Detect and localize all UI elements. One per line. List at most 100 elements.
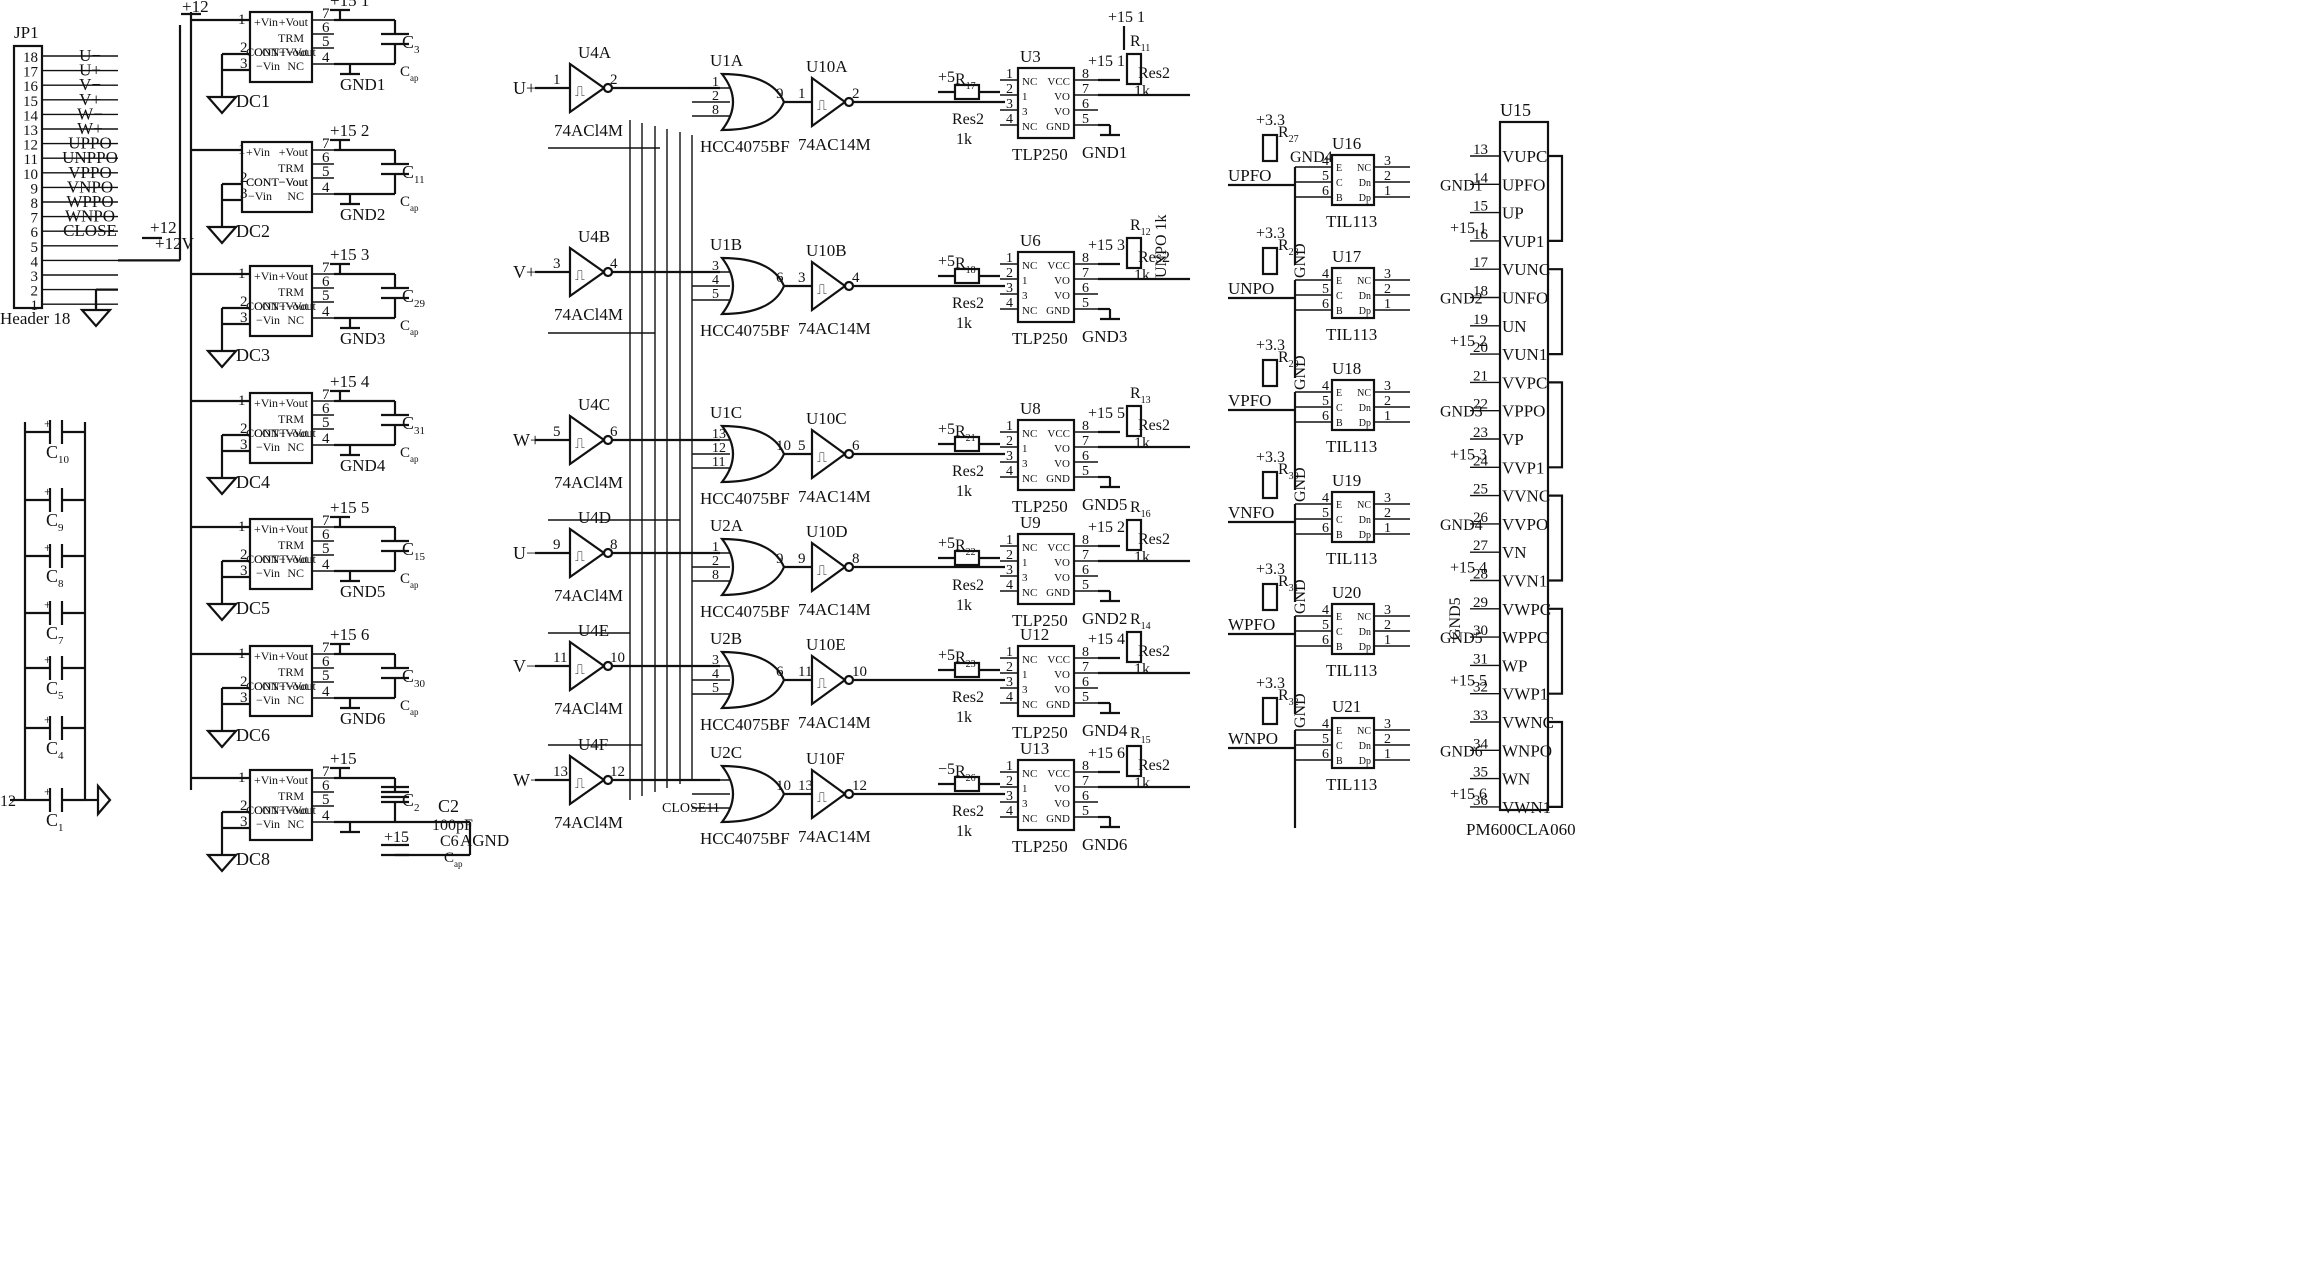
dcdc-pin-label: NC — [287, 440, 304, 454]
ipm-pin-number: 16 — [1473, 227, 1489, 243]
opto-res-ohm: 1k — [956, 483, 972, 500]
dcdc-cap-ref: C15 — [402, 539, 426, 563]
dcdc-gnd-label: GND6 — [340, 709, 385, 728]
dcdc-pin-label: CONT−Vout — [246, 299, 309, 313]
til-pin-label: C — [1336, 178, 1343, 189]
til-pullup-resistor — [1261, 696, 1279, 726]
ipm-pin-number: 25 — [1473, 482, 1488, 498]
opto-input-resistor — [953, 83, 981, 101]
gate-pin-number: 3 — [712, 259, 719, 274]
opto-pin-number: 1 — [1006, 533, 1013, 548]
dcdc-ground — [205, 349, 239, 369]
ipm-supply-label: +15 5 — [1450, 673, 1487, 690]
opto-gnd-label: GND3 — [1082, 327, 1127, 346]
buffer-pin-out: 4 — [852, 270, 860, 286]
dcdc-pin-label: CONT−Vout — [246, 426, 309, 440]
til-pin-label: E — [1336, 612, 1342, 623]
til-pin-number: 2 — [1384, 618, 1391, 633]
schmitt-icon: ⎍ — [817, 564, 827, 579]
opto-pin-number: 5 — [1082, 690, 1089, 705]
ipm-pin-name: VVP1 — [1502, 458, 1545, 477]
buffer-ref: U10F — [806, 749, 845, 768]
dcdc-pin-number: 7 — [322, 260, 330, 276]
header-pin-net: V− — [79, 75, 101, 94]
ipm-pin-name: VVPC — [1502, 373, 1547, 392]
til-ref: U19 — [1332, 471, 1361, 490]
schmitt-icon: ⎍ — [575, 663, 585, 678]
inverter-ref: U4C — [578, 395, 610, 414]
til113-U21 — [1330, 716, 1376, 770]
dcdc-pin-number: 3 — [240, 310, 248, 326]
dcdc-pin-number: 5 — [322, 792, 330, 808]
gate-part: HCC4075BF — [700, 137, 790, 156]
ipm-jumper — [1548, 154, 1564, 242]
til-part: TIL113 — [1326, 212, 1377, 231]
opto-pin-number: 7 — [1082, 548, 1089, 563]
opto-res-ohm: 1k — [956, 823, 972, 840]
opto-input-supply: +5 — [938, 421, 955, 438]
opto-out-res: R14 — [1130, 611, 1151, 632]
inverter-U4F — [568, 753, 606, 807]
dcdc-pin-number: 2 — [240, 421, 248, 437]
gate-pin-out: 10 — [776, 778, 791, 794]
ipm-pin-name: WNPO — [1502, 741, 1552, 760]
til-part: TIL113 — [1326, 437, 1377, 456]
opto-pin-number: 4 — [1006, 112, 1013, 127]
til-pin-label: NC — [1357, 726, 1371, 737]
inverter-ref: U4A — [578, 43, 612, 62]
header-pin-number: 2 — [31, 284, 39, 300]
dcdc-pin-number: 6 — [322, 654, 330, 670]
input-net-label: U+ — [513, 78, 536, 98]
dcdc-pin-label: CONT−Vout — [254, 552, 317, 566]
ipm-pin-number: 21 — [1473, 368, 1488, 384]
til-pin-label: B — [1336, 306, 1343, 317]
capbank-cap-ref: C7 — [46, 623, 64, 647]
close-pin-label: CLOSE11 — [662, 801, 720, 816]
top-supply-label: +15 1 — [1108, 9, 1145, 26]
opto-pin-label: 1 — [1022, 669, 1028, 681]
dcdc-pin-number: 1 — [238, 646, 246, 662]
dcdc-cap-type: Cap — [400, 571, 419, 590]
opto-pin-number: 3 — [1006, 789, 1013, 804]
header-pin-number: 18 — [23, 50, 38, 66]
dcdc-cap-ref: C11 — [402, 162, 425, 186]
capbank-polarity: + — [44, 484, 51, 499]
dcdc-cap-type: Cap — [400, 194, 419, 213]
ipm-pin-name: VN — [1502, 543, 1527, 562]
ipm-pin-name: UN — [1502, 317, 1527, 336]
opto-pin-label: VO — [1054, 290, 1070, 302]
til-pin-number: 5 — [1322, 506, 1329, 521]
buffer-bubble — [843, 96, 855, 108]
opto-input-resistor — [953, 435, 981, 453]
schmitt-icon: ⎍ — [575, 777, 585, 792]
header-pin-number: 5 — [31, 240, 39, 256]
opto-pin-label: 1 — [1022, 557, 1028, 569]
opto-input-supply: +5 — [938, 535, 955, 552]
til-supply-label: +3.3 — [1256, 561, 1285, 578]
til-ref: U18 — [1332, 359, 1361, 378]
til-pin-number: 6 — [1322, 297, 1329, 312]
til113-U19 — [1330, 490, 1376, 544]
opto-pin-label: VO — [1054, 443, 1070, 455]
ipm-pin-number: 29 — [1473, 595, 1488, 611]
til-supply-label: +3.3 — [1256, 225, 1285, 242]
opto-input-supply: −5 — [938, 761, 955, 778]
opto-ref: U12 — [1020, 625, 1049, 644]
header-pin-number: 7 — [31, 211, 39, 227]
opto-res-value: Res2 — [952, 295, 984, 312]
opto-part: TLP250 — [1012, 723, 1068, 742]
opto-pin-number: 4 — [1006, 578, 1013, 593]
ipm-pin-name: VP — [1502, 430, 1524, 449]
schmitt-icon: ⎍ — [817, 451, 827, 466]
dcdc-pin-label: +Vout — [279, 522, 309, 536]
til-gnd-vertical: GND — [1292, 355, 1309, 390]
til-supply-label: +3.3 — [1256, 337, 1285, 354]
dcdc-ground — [205, 95, 239, 115]
buffer-ref: U10E — [806, 635, 846, 654]
or-gate-U2B — [719, 650, 786, 710]
gate-ref: U1C — [710, 403, 742, 422]
optocoupler-U3 — [1016, 66, 1076, 140]
dcdc-cap-type: Cap — [400, 318, 419, 337]
dcdc-pin-label: CONT−Vout — [246, 803, 309, 817]
gate-part: HCC4075BF — [700, 715, 790, 734]
